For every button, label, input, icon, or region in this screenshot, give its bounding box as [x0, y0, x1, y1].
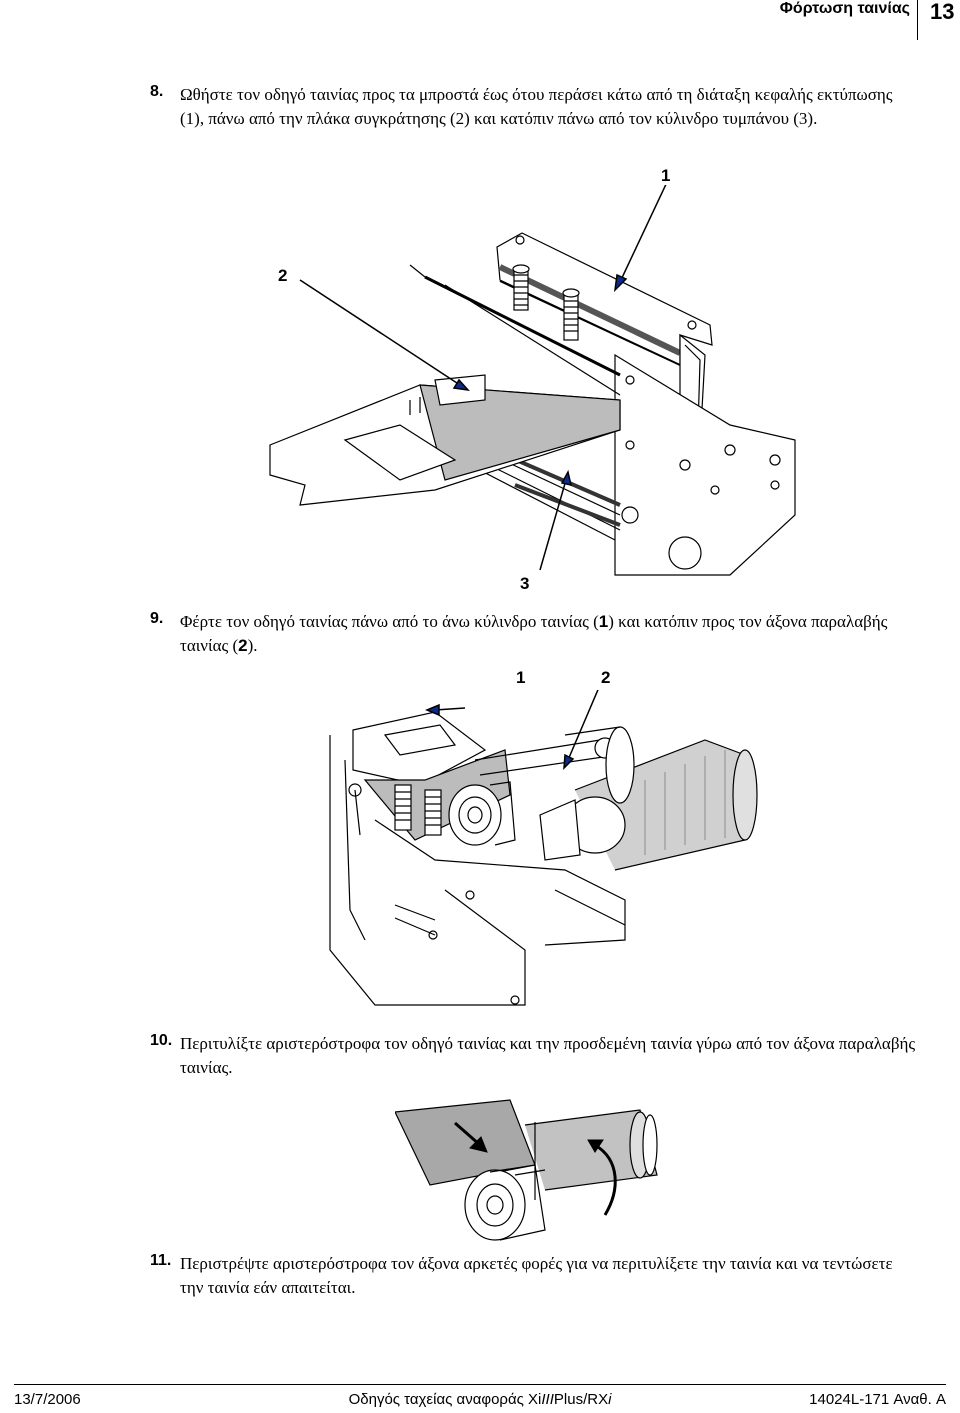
- step-text: Περιστρέψτε αριστερόστροφα τον άξονα αρκ…: [180, 1254, 893, 1297]
- step-text-part: Φέρτε τον οδηγό ταινίας πάνω από το άνω …: [180, 612, 599, 631]
- figure2-callout-2: 2: [601, 668, 611, 687]
- page-number: 13: [930, 0, 955, 24]
- figure1-printhead-illustration: [269, 185, 796, 576]
- footer-guide-title: Οδηγός ταχείας αναφοράς XiIIIPlus/RXi: [0, 1391, 960, 1408]
- footer-divider: [14, 1384, 946, 1385]
- footer-title-prefix: Οδηγός ταχείας αναφοράς Xi: [348, 1391, 542, 1408]
- step-text: Περιτυλίξτε αριστερόστροφα τον οδηγό ται…: [180, 1034, 916, 1077]
- step-text: Ωθήστε τον οδηγό ταινίας προς τα μπροστά…: [180, 85, 893, 128]
- step-9: 9. Φέρτε τον οδηγό ταινίας πάνω από το ά…: [150, 610, 920, 658]
- step-text-part: ).: [247, 636, 258, 655]
- footer-title-italic-i: i: [608, 1391, 612, 1408]
- figure2-takeup-spindle-illustration: [329, 690, 758, 1006]
- step-8: 8. Ωθήστε τον οδηγό ταινίας προς τα μπρο…: [150, 83, 920, 131]
- figure1-callout-3: 3: [520, 574, 530, 593]
- running-header-title: Φόρτωση ταινίας: [779, 0, 910, 17]
- step-number: 8.: [150, 83, 164, 100]
- figure1-callout-1: 1: [661, 166, 671, 185]
- figure1-callout-2: 2: [278, 266, 288, 285]
- footer-doc-number: 14024L-171 Αναθ. A: [809, 1391, 946, 1408]
- figure2-callout-1: 1: [516, 668, 526, 687]
- step-10: 10. Περιτυλίξτε αριστερόστροφα τον οδηγό…: [150, 1032, 920, 1080]
- step-number: 10.: [150, 1032, 173, 1049]
- figure3-winding-illustration: [395, 1099, 658, 1241]
- reference-2: 2: [238, 636, 248, 655]
- step-11: 11. Περιστρέψτε αριστερόστροφα τον άξονα…: [150, 1252, 920, 1300]
- footer-date: 13/7/2006: [14, 1391, 81, 1408]
- footer-title-italic: III: [541, 1391, 554, 1408]
- header-divider: [917, 0, 918, 40]
- step-number: 11.: [150, 1252, 172, 1269]
- footer-title-mid: Plus/RX: [553, 1391, 609, 1408]
- step-number: 9.: [150, 610, 164, 627]
- step-text-part: ) και κατόπιν προς τον άξονα παραλαβής τ…: [180, 612, 888, 655]
- reference-1: 1: [598, 612, 609, 631]
